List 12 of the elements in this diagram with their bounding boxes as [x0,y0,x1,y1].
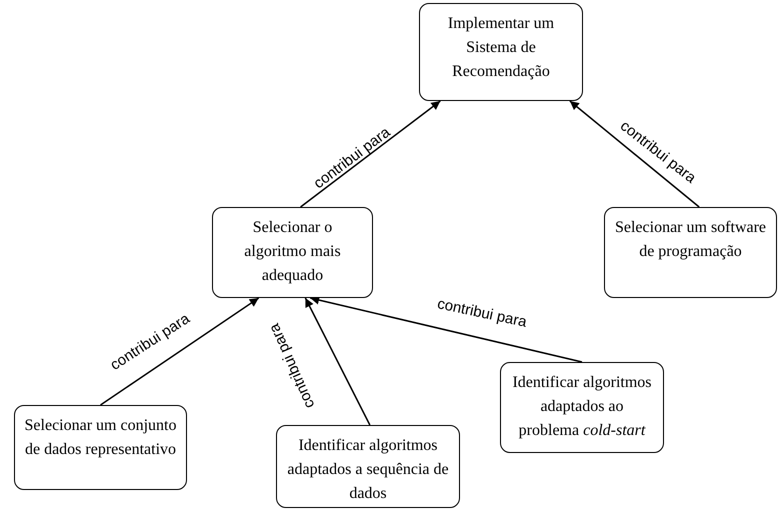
arrow [304,298,370,426]
edge-label: contribui para [436,296,528,330]
arrow [100,297,260,406]
arrow [300,100,441,208]
arrow [569,100,700,208]
arrow [310,296,582,363]
concept-box: Identificar algoritmos adaptados a sequência de dados [276,425,460,508]
concept-box: Selecionar um software de programação [604,207,777,298]
concept-box: Selecionar um conjunto de dados representativo [14,405,187,490]
concept-box: Implementar um Sistema de Recomendação [419,3,583,101]
concept-box: Selecionar o algoritmo mais adequado [212,207,373,298]
concept-box: Identificar algoritmos adaptados ao problema cold-start [500,362,664,453]
